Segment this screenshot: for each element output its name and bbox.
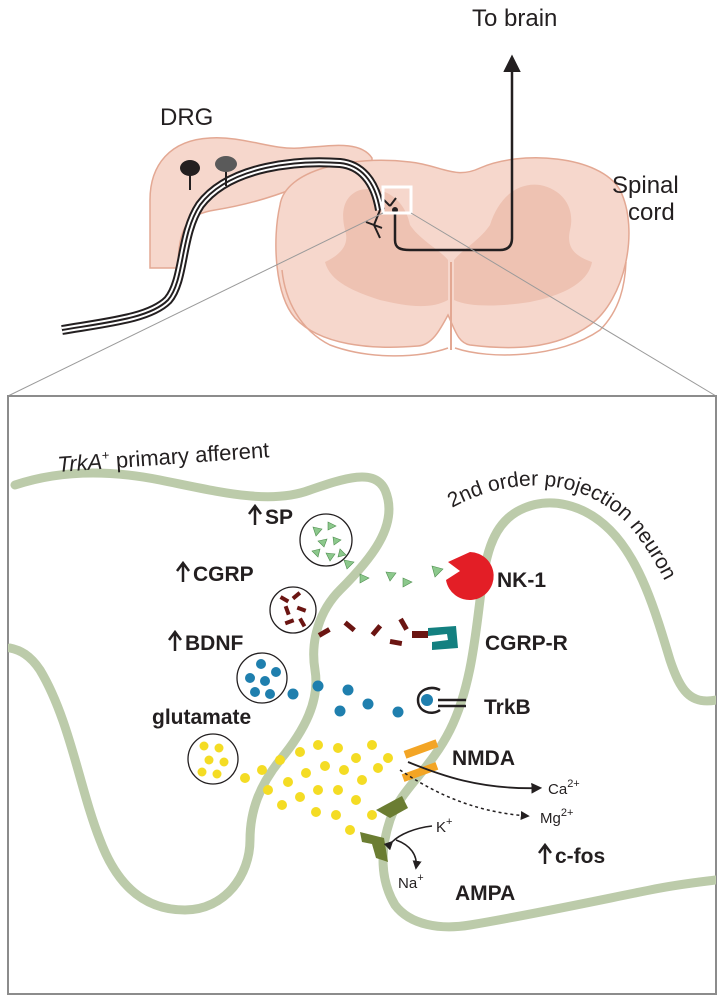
synapse-frame xyxy=(7,395,717,995)
trkb-receptor xyxy=(416,686,466,714)
na-influx-arrow xyxy=(395,839,422,870)
cgrp-label: CGRP xyxy=(193,563,254,586)
na-label: Na+ xyxy=(398,872,424,892)
ampa-label: AMPA xyxy=(455,882,515,905)
overview-section: DRG To brain Spinal cord xyxy=(7,5,717,397)
glutamate-released xyxy=(240,740,393,835)
presynaptic-membrane xyxy=(8,468,394,915)
up-arrow-icon xyxy=(176,560,190,582)
zoom-line-right xyxy=(410,212,717,397)
terminal-endings xyxy=(365,197,397,239)
nk1-receptor xyxy=(446,552,494,600)
brain-label: To brain xyxy=(472,5,557,32)
ca-label: Ca2+ xyxy=(548,778,580,798)
k-efflux-arrow xyxy=(383,825,433,851)
sp-released xyxy=(343,559,444,588)
glutamate-label: glutamate xyxy=(152,706,251,729)
glutamate-vesicle xyxy=(187,733,239,785)
postsynaptic-membrane xyxy=(378,498,716,932)
cfos-label: c-fos xyxy=(555,845,605,868)
bdnf-label: BDNF xyxy=(185,632,243,655)
mg-label: Mg2+ xyxy=(540,807,573,827)
nmda-label: NMDA xyxy=(452,747,515,770)
synapse-panel: TrkA+ primary afferent 2nd order project… xyxy=(7,395,717,995)
drg-label: DRG xyxy=(160,104,213,131)
cgrp-released xyxy=(317,617,428,646)
up-arrow-icon xyxy=(248,503,262,525)
drg-neuron-black xyxy=(180,160,200,190)
spinal-cord xyxy=(275,157,630,349)
cgrp-r-label: CGRP-R xyxy=(485,632,568,655)
up-arrow-icon xyxy=(538,842,552,864)
zoom-line-left xyxy=(7,212,384,397)
sp-vesicle xyxy=(299,513,353,567)
spinal-cord-label-line2: cord xyxy=(628,199,675,226)
up-bdnf: BDNF xyxy=(168,629,243,655)
ampa-receptor xyxy=(360,796,408,862)
up-sp: SP xyxy=(248,503,293,529)
sp-label: SP xyxy=(265,506,293,529)
up-cgrp: CGRP xyxy=(176,560,254,586)
nk1-label: NK-1 xyxy=(497,569,546,592)
k-label: K+ xyxy=(436,816,452,836)
up-arrow-icon xyxy=(168,629,182,651)
bdnf-released xyxy=(287,680,404,718)
cgrp-vesicle xyxy=(269,586,317,634)
spinal-cord-label-line1: Spinal xyxy=(612,172,679,199)
mg-efflux-arrow xyxy=(399,769,530,820)
up-cfos: c-fos xyxy=(538,842,605,868)
gray-matter-right xyxy=(454,184,592,306)
gray-matter-left xyxy=(325,189,448,307)
ca-influx-arrow xyxy=(407,761,543,794)
magnification-box xyxy=(381,185,413,215)
trkb-label: TrkB xyxy=(484,696,531,719)
drg-neuron-gray xyxy=(215,156,237,186)
bdnf-vesicle xyxy=(236,652,288,704)
afferent-fibers xyxy=(61,157,385,335)
cgrp-receptor xyxy=(428,626,458,650)
